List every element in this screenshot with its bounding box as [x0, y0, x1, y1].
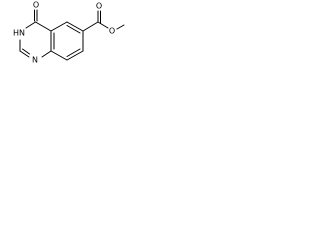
c7-c8-inner-bond [66, 48, 81, 57]
atom-labels: O HN N O O [13, 1, 115, 65]
pyrimidinone-ring-bonds [19, 9, 52, 58]
methyl-ester-bonds [82, 10, 125, 32]
ester-carbon-ether-oxygen-bond [97, 21, 109, 29]
c7-c8-bond [66, 50, 84, 61]
molecule-structure: O HN N O O [13, 1, 125, 65]
carbonyl-oxygen-label: O [33, 1, 39, 10]
n1-label: N [32, 56, 38, 65]
ester-ether-oxygen-label: O [109, 27, 115, 36]
c2-n1-double-bond [22, 48, 30, 55]
c5-c6-inner-bond [66, 25, 81, 34]
c5-c6-bond [66, 21, 84, 32]
ether-oxygen-methyl-bond [116, 24, 125, 30]
nh-group-label: HN [13, 29, 25, 38]
c4-c4a-bond [35, 21, 52, 32]
c4-n3-bond [25, 21, 36, 29]
ester-carbonyl-oxygen-label: O [96, 2, 102, 11]
c7-ester-carbon-bond [82, 21, 99, 32]
c4a-c5-bond [50, 21, 68, 32]
c2-n1-bond [19, 50, 30, 58]
n1-c8a-bond [41, 50, 52, 58]
benzene-ring-bonds [50, 21, 84, 61]
c8-c8a-bond [50, 50, 68, 61]
